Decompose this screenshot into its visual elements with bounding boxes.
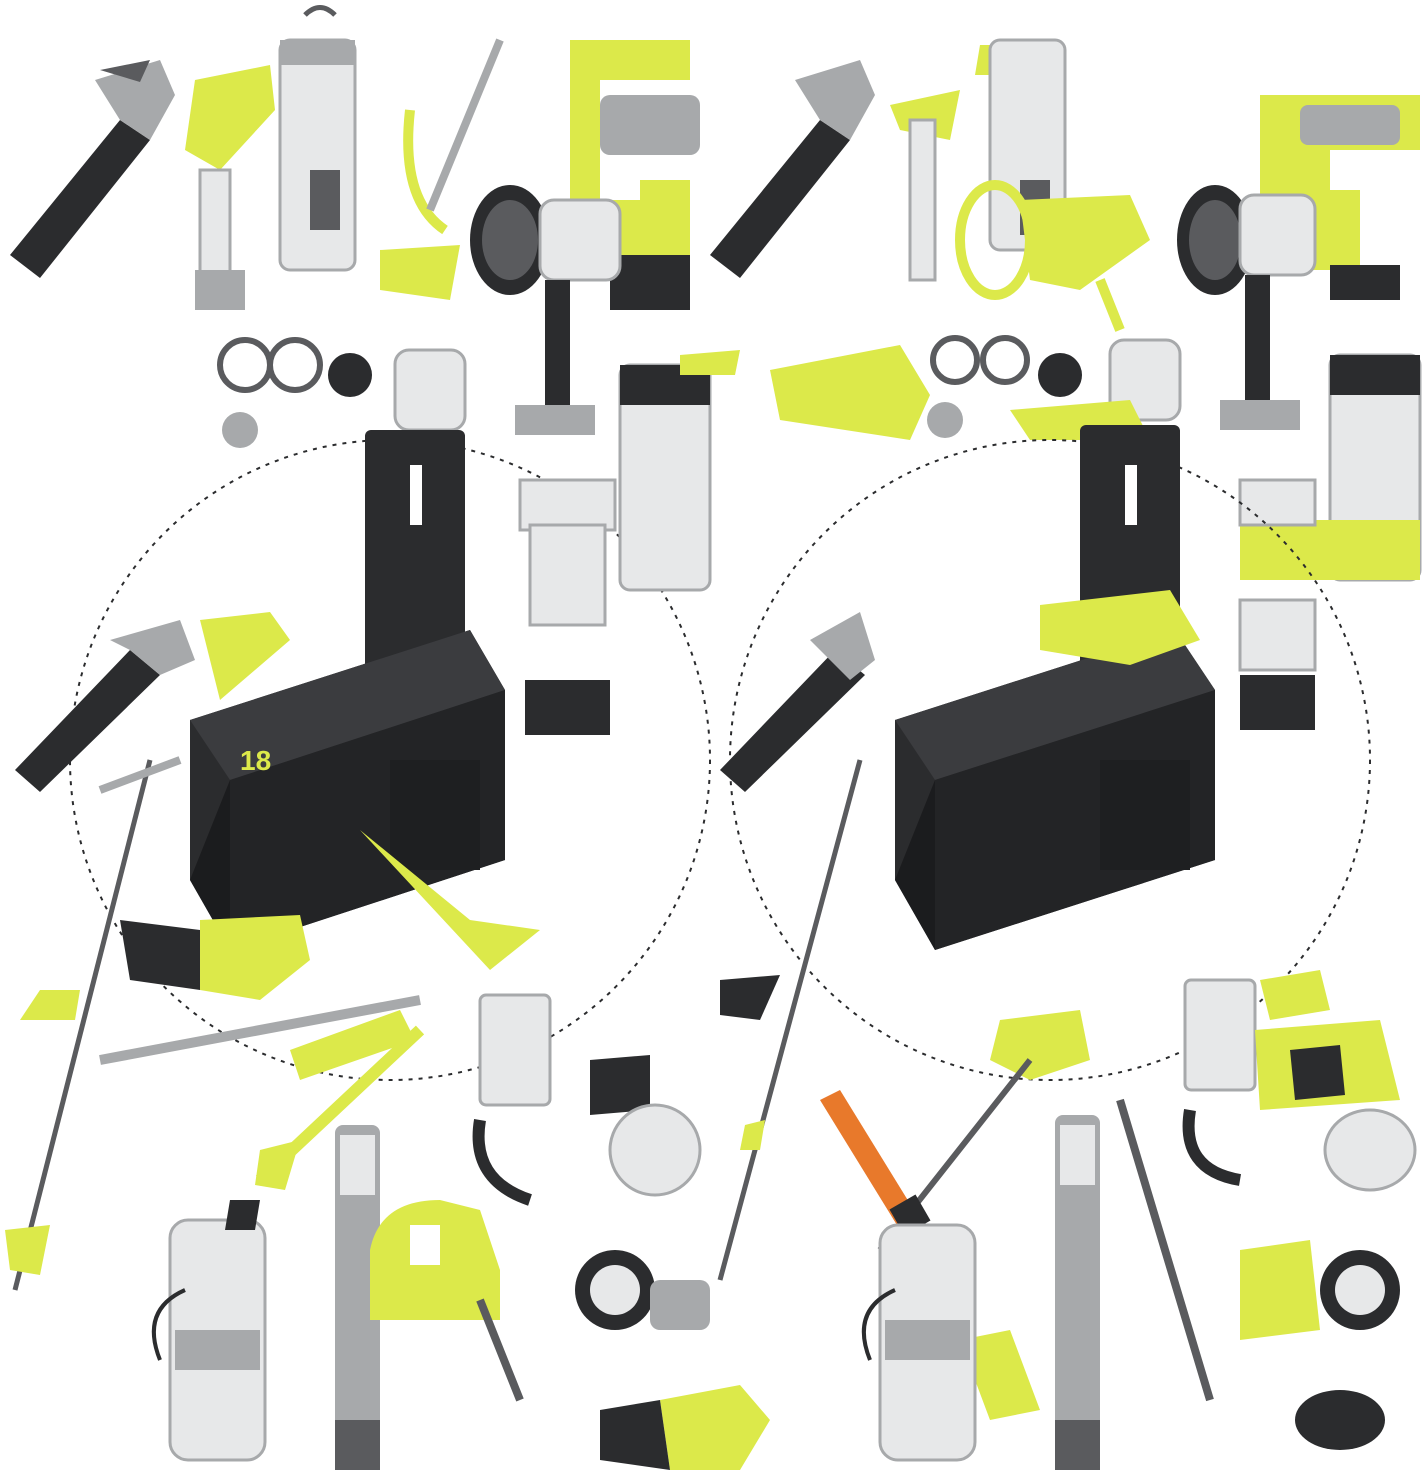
battery-pack-right <box>895 425 1215 950</box>
lantern-right-accent <box>1238 353 1422 730</box>
hedge-trimmer-right <box>1116 1098 1400 1450</box>
leaf-blower-left-top <box>10 60 175 278</box>
safety-glasses-left <box>217 337 467 448</box>
sprayer-left <box>151 1200 267 1462</box>
string-trimmer-left-long <box>5 756 182 1291</box>
fan-right-top <box>890 90 960 282</box>
shop-vacuum-left <box>472 993 702 1206</box>
lantern-center <box>518 363 712 735</box>
string-trimmer-right-top <box>955 180 1150 332</box>
lantern-left-top <box>278 5 357 272</box>
angle-grinder-left <box>575 1250 710 1330</box>
hedge-trimmer-center <box>680 345 930 440</box>
inflator-bottom <box>600 1385 770 1470</box>
pole-saw-left <box>255 1010 425 1190</box>
string-trimmer-left-top <box>380 38 504 300</box>
fan-right-mid <box>1260 970 1330 1020</box>
safety-glasses-right <box>927 335 1182 440</box>
work-light-right <box>1055 1115 1100 1470</box>
hedge-trimmer-left <box>99 915 421 1065</box>
fan-left-top <box>185 65 275 310</box>
leaf-blower-right-top <box>710 60 875 278</box>
string-trimmer-right-long <box>717 759 863 1281</box>
highlight-ring-right <box>729 439 1371 1081</box>
battery-pack-left: 18 <box>190 430 540 970</box>
sprayer-right <box>861 1223 977 1462</box>
spotlight-right <box>1177 185 1317 430</box>
jigsaw-left <box>370 1200 524 1402</box>
highlight-ring-left <box>69 439 711 1081</box>
work-light-left <box>335 1125 380 1470</box>
spotlight-left <box>470 185 622 435</box>
leaf-blower-right-mid <box>720 612 875 792</box>
leaf-blower-left-mid <box>15 612 290 792</box>
shop-vacuum-right <box>1182 978 1417 1192</box>
svg-text:18: 18 <box>240 745 271 776</box>
